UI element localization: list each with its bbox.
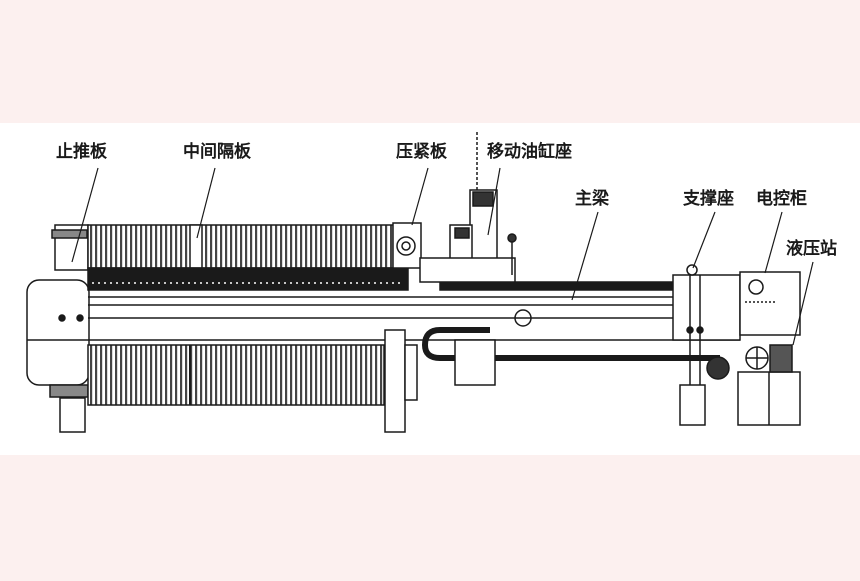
label-control-cabinet: 电控柜 — [756, 188, 807, 209]
control-cabinet — [739, 271, 801, 336]
bottom-background-band — [0, 455, 860, 581]
label-main-beam: 主梁 — [575, 188, 610, 209]
label-hydraulic-station: 液压站 — [786, 238, 837, 259]
moving-cylinder-seat — [419, 132, 517, 283]
hydraulic-hose — [421, 309, 730, 386]
lower-plate-stack — [87, 329, 418, 433]
upper-plate-stack — [87, 224, 409, 291]
leader-lines — [71, 167, 814, 346]
left-frame — [26, 224, 90, 433]
label-thrust-plate: 止推板 — [56, 141, 108, 162]
support-seat — [672, 264, 741, 426]
label-middle-plate: 中间隔板 — [183, 141, 252, 162]
label-cylinder-seat: 移动油缸座 — [487, 141, 572, 162]
press-plate — [392, 222, 422, 269]
main-beam — [27, 281, 740, 341]
label-press-plate: 压紧板 — [396, 141, 448, 162]
middle-plate — [189, 224, 203, 269]
hydraulic-station — [737, 344, 801, 426]
label-support-seat: 支撑座 — [683, 188, 734, 209]
top-background-band — [0, 0, 860, 123]
